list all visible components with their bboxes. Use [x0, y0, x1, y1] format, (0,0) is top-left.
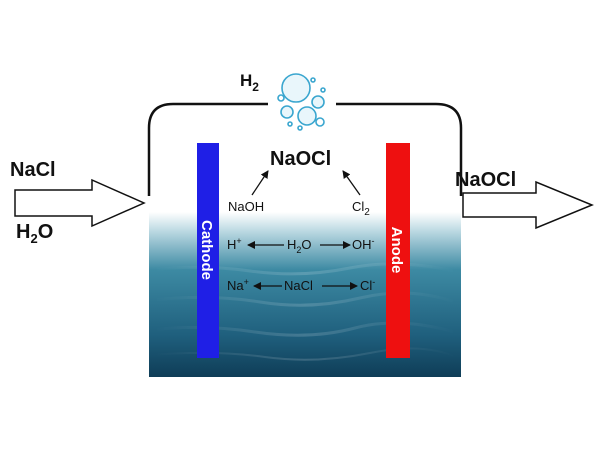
anode-electrode [386, 143, 410, 358]
inlet-water-label: H2O [16, 221, 53, 246]
arrow-cl2-to-naocl [342, 170, 361, 196]
reactant-chlorine: Cl2 [352, 199, 370, 218]
sodium-chloride: NaCl [284, 278, 313, 293]
cathode-label: Cathode [198, 220, 215, 280]
hydrogen-ion: H+ [227, 236, 242, 252]
chloride-ion: Cl- [360, 277, 375, 293]
hydrogen-gas-label: H2 [240, 71, 259, 94]
product-naocl: NaOCl [270, 148, 331, 170]
sodium-ion: Na+ [227, 277, 249, 293]
water-molecule: H2O [287, 237, 312, 255]
hydroxide-ion: OH- [352, 236, 375, 252]
hydrogen-bubbles-icon [277, 73, 326, 131]
tank-outline [147, 102, 463, 196]
inlet-nacl-label: NaCl [10, 159, 56, 181]
reactant-naoh: NaOH [228, 199, 264, 214]
outlet-arrow [462, 180, 594, 230]
inlet-arrow [14, 178, 146, 228]
cathode-electrode [197, 143, 219, 358]
outlet-naocl-label: NaOCl [455, 169, 516, 191]
arrow-naoh-to-naocl [251, 170, 269, 196]
anode-label: Anode [388, 227, 405, 274]
